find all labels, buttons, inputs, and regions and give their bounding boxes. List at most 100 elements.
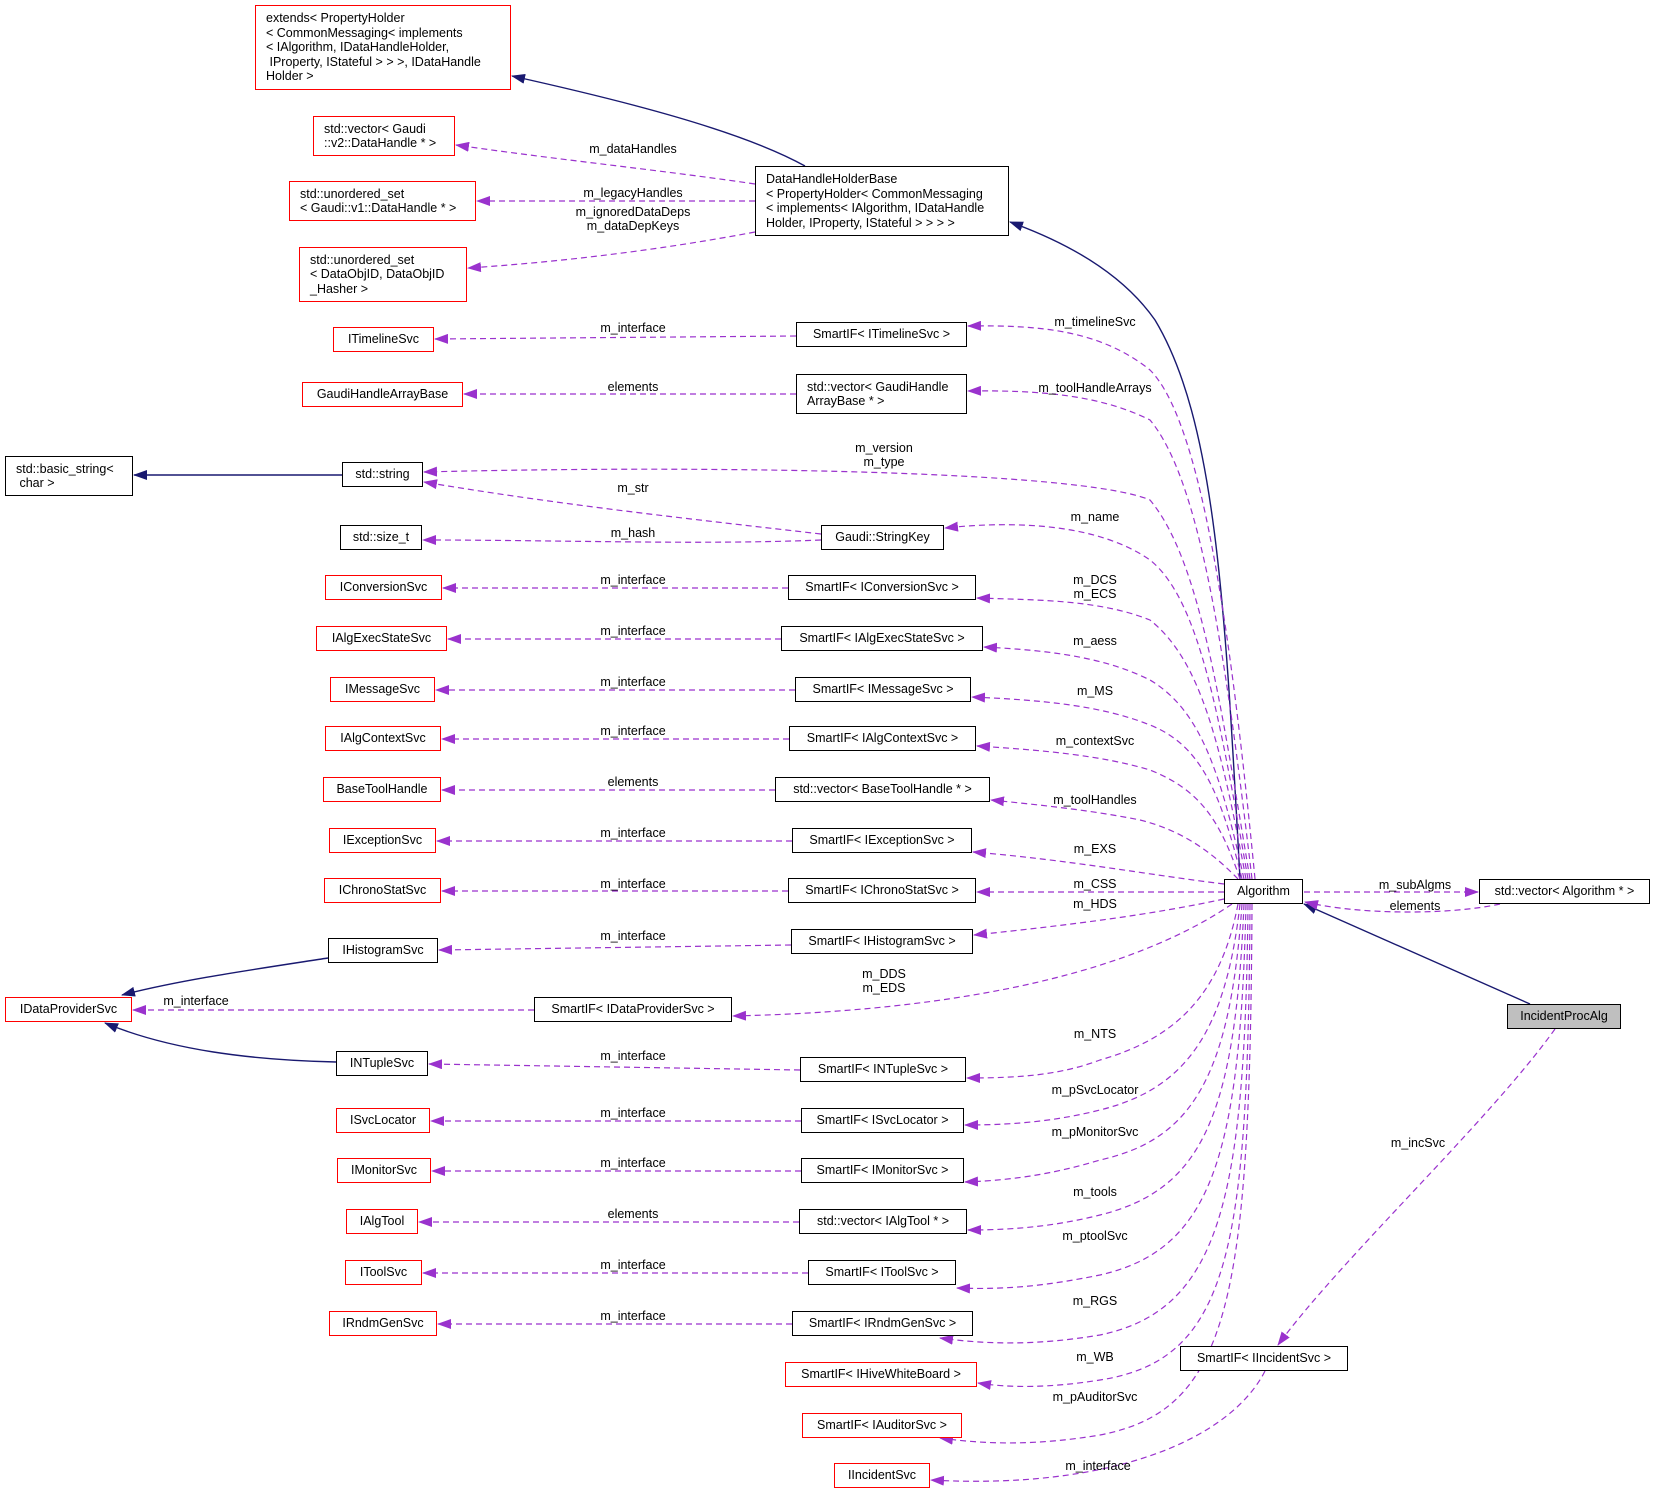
edge-label-m-subalgms: m_subAlgms: [1379, 878, 1451, 892]
usage-edge-incidentprocalg-m-incsvc: [1277, 1028, 1556, 1346]
edge-label-vec-algtool-elements: elements: [608, 1207, 659, 1221]
edge-label-stringkey-m-hash: m_hash: [611, 526, 656, 540]
class-node-vector-v2-datahandle[interactable]: std::vector< Gaudi ::v2::DataHandle * >: [313, 116, 455, 156]
class-node-smartif-imessagesvc[interactable]: SmartIF< IMessageSvc >: [795, 677, 971, 702]
class-node-smartif-irndmgensvc[interactable]: SmartIF< IRndmGenSvc >: [792, 1311, 973, 1336]
usage-edge-algorithm-m-pauditorsvc: [939, 903, 1253, 1445]
class-node-gaudi-stringkey[interactable]: Gaudi::StringKey: [821, 525, 944, 550]
class-node-ialgcontextsvc[interactable]: IAlgContextSvc: [325, 726, 441, 751]
class-node-smartif-iexceptionsvc[interactable]: SmartIF< IExceptionSvc >: [792, 828, 972, 853]
class-node-smartif-ihistogramsvc[interactable]: SmartIF< IHistogramSvc >: [791, 929, 973, 954]
edge-label-m-name: m_name: [1071, 510, 1120, 524]
class-node-smartif-ialgcontextsvc[interactable]: SmartIF< IAlgContextSvc >: [789, 726, 976, 751]
usage-edge-algorithm-m-contextsvc: [976, 741, 1241, 880]
class-node-imessagesvc[interactable]: IMessageSvc: [330, 677, 435, 702]
edge-label-sif-ialgcontext-m-interface: m_interface: [600, 724, 665, 738]
usage-edge-stringkey-m-str: [423, 479, 822, 535]
usage-edge-sif-intuple-m-interface: [428, 1059, 801, 1071]
edge-label-m-rgs: m_RGS: [1073, 1294, 1117, 1308]
class-node-idataprovidersvc[interactable]: IDataProviderSvc: [5, 997, 132, 1022]
usage-edge-algorithm-m-psvclocator: [964, 903, 1241, 1130]
class-node-vector-algorithm[interactable]: std::vector< Algorithm * >: [1479, 879, 1650, 904]
edge-label-vec-gharray-elements: elements: [608, 380, 659, 394]
edge-label-vec-basetool-elements: elements: [608, 775, 659, 789]
class-node-incidentprocalg: IncidentProcAlg: [1507, 1004, 1621, 1029]
class-node-ichronostatsvc[interactable]: IChronoStatSvc: [324, 878, 441, 903]
class-node-vector-gaudihandlearraybase[interactable]: std::vector< GaudiHandle ArrayBase * >: [796, 374, 967, 414]
edge-label-sif-isvcloc-m-interface: m_interface: [600, 1106, 665, 1120]
class-node-unordered-set-v1-datahandle[interactable]: std::unordered_set < Gaudi::v1::DataHand…: [289, 181, 476, 221]
class-node-smartif-intuplesvc[interactable]: SmartIF< INTupleSvc >: [800, 1057, 966, 1082]
class-node-smartif-iauditorsvc[interactable]: SmartIF< IAuditorSvc >: [802, 1413, 962, 1438]
edge-label-m-datahandles: m_dataHandles: [589, 142, 677, 156]
inheritance-edge-intuple-idataprov: [104, 1022, 337, 1063]
edge-label-m-css: m_CSS: [1073, 877, 1116, 891]
inheritance-edge-dhhb-extends: [511, 73, 806, 167]
edge-label-sif-intuple-m-interface: m_interface: [600, 1049, 665, 1063]
edge-label-m-wb: m_WB: [1076, 1350, 1114, 1364]
class-node-extends-propertyholder[interactable]: extends< PropertyHolder < CommonMessagin…: [255, 5, 511, 90]
edge-label-sif-iexception-m-interface: m_interface: [600, 826, 665, 840]
edge-label-sif-imonitor-m-interface: m_interface: [600, 1156, 665, 1170]
class-node-smartif-isvclocator[interactable]: SmartIF< ISvcLocator >: [801, 1108, 964, 1133]
class-node-iconversionsvc[interactable]: IConversionSvc: [325, 575, 442, 600]
class-node-iincidentsvc[interactable]: IIncidentSvc: [834, 1463, 930, 1488]
class-node-itimelinesvc[interactable]: ITimelineSvc: [333, 327, 434, 352]
edge-label-m-timelinesvc: m_timelineSvc: [1054, 315, 1135, 329]
usage-edge-sif-iincident-m-interface: [930, 1370, 1266, 1486]
usage-edge-m-ignoreddatadeps: [467, 231, 756, 273]
usage-edge-sif-ihisto-m-interface: [438, 944, 792, 955]
class-node-irndmgensvc[interactable]: IRndmGenSvc: [329, 1311, 437, 1336]
class-node-ialgexecstatesvc[interactable]: IAlgExecStateSvc: [316, 626, 447, 651]
edge-label-sif-iconversion-m-interface: m_interface: [600, 573, 665, 587]
edge-label-m-pauditorsvc: m_pAuditorSvc: [1053, 1390, 1138, 1404]
edge-label-m-legacyhandles: m_legacyHandles: [583, 186, 682, 200]
usage-edge-algorithm-m-aess: [983, 642, 1245, 880]
edge-label-sif-itool-m-interface: m_interface: [600, 1258, 665, 1272]
class-node-unordered-set-dataobjid[interactable]: std::unordered_set < DataObjID, DataObjI…: [299, 247, 467, 302]
class-node-imonitorsvc[interactable]: IMonitorSvc: [337, 1158, 431, 1183]
edge-label-m-toolhandles: m_toolHandles: [1053, 793, 1136, 807]
edge-label-m-ms: m_MS: [1077, 684, 1113, 698]
class-node-vector-basetoolhandle[interactable]: std::vector< BaseToolHandle * >: [775, 777, 990, 802]
usage-edge-algorithm-m-rgs: [939, 903, 1249, 1345]
class-node-gaudihandlearraybase[interactable]: GaudiHandleArrayBase: [302, 382, 463, 407]
usage-edge-algorithm-m-dcs: [976, 593, 1247, 880]
class-node-datahandleholderbase[interactable]: DataHandleHolderBase < PropertyHolder< C…: [755, 166, 1009, 236]
usage-edge-stringkey-m-hash: [422, 535, 822, 546]
class-node-smartif-ichronostatsvc[interactable]: SmartIF< IChronoStatSvc >: [788, 878, 976, 903]
edge-label-m-ptoolsvc: m_ptoolSvc: [1062, 1229, 1127, 1243]
usage-edge-algorithm-m-dds: [732, 903, 1233, 1021]
usage-edge-algorithm-m-toolhandlearrays: [967, 385, 1253, 880]
class-node-smartif-idataprovidersvc[interactable]: SmartIF< IDataProviderSvc >: [534, 997, 732, 1022]
class-node-smartif-itoolsvc[interactable]: SmartIF< IToolSvc >: [808, 1260, 956, 1285]
class-node-basetoolhandle[interactable]: BaseToolHandle: [323, 777, 441, 802]
class-node-ihistogramsvc[interactable]: IHistogramSvc: [328, 938, 438, 963]
usage-edge-algorithm-m-version: [423, 466, 1251, 880]
class-node-smartif-iconversionsvc[interactable]: SmartIF< IConversionSvc >: [788, 575, 976, 600]
class-node-isvclocator[interactable]: ISvcLocator: [336, 1108, 430, 1133]
class-node-vector-ialgtool[interactable]: std::vector< IAlgTool * >: [799, 1209, 967, 1234]
class-node-iexceptionsvc[interactable]: IExceptionSvc: [329, 828, 436, 853]
class-node-smartif-imonitorsvc[interactable]: SmartIF< IMonitorSvc >: [801, 1158, 964, 1183]
class-node-std-string[interactable]: std::string: [342, 462, 423, 487]
class-node-itoolsvc[interactable]: IToolSvc: [345, 1260, 422, 1285]
class-node-smartif-itimelinesvc[interactable]: SmartIF< ITimelineSvc >: [796, 322, 967, 347]
class-node-smartif-ihivewhiteboard[interactable]: SmartIF< IHiveWhiteBoard >: [785, 1362, 977, 1387]
usage-edge-algorithm-m-ptoolsvc: [956, 903, 1247, 1294]
class-node-smartif-iincidentsvc[interactable]: SmartIF< IIncidentSvc >: [1180, 1346, 1348, 1371]
class-node-ialgtool[interactable]: IAlgTool: [346, 1209, 418, 1234]
edge-label-sif-ialgexec-m-interface: m_interface: [600, 624, 665, 638]
class-node-intuplesvc[interactable]: INTupleSvc: [336, 1051, 428, 1076]
usage-edge-algorithm-m-nts: [966, 903, 1239, 1083]
edge-label-m-psvclocator: m_pSvcLocator: [1052, 1083, 1139, 1097]
class-node-algorithm[interactable]: Algorithm: [1224, 879, 1303, 904]
edge-label-m-toolhandlearrays: m_toolHandleArrays: [1038, 381, 1151, 395]
class-node-std-size-t[interactable]: std::size_t: [340, 525, 422, 550]
class-node-basic-string[interactable]: std::basic_string< char >: [5, 456, 133, 496]
class-node-smartif-ialgexecstatesvc[interactable]: SmartIF< IAlgExecStateSvc >: [781, 626, 983, 651]
